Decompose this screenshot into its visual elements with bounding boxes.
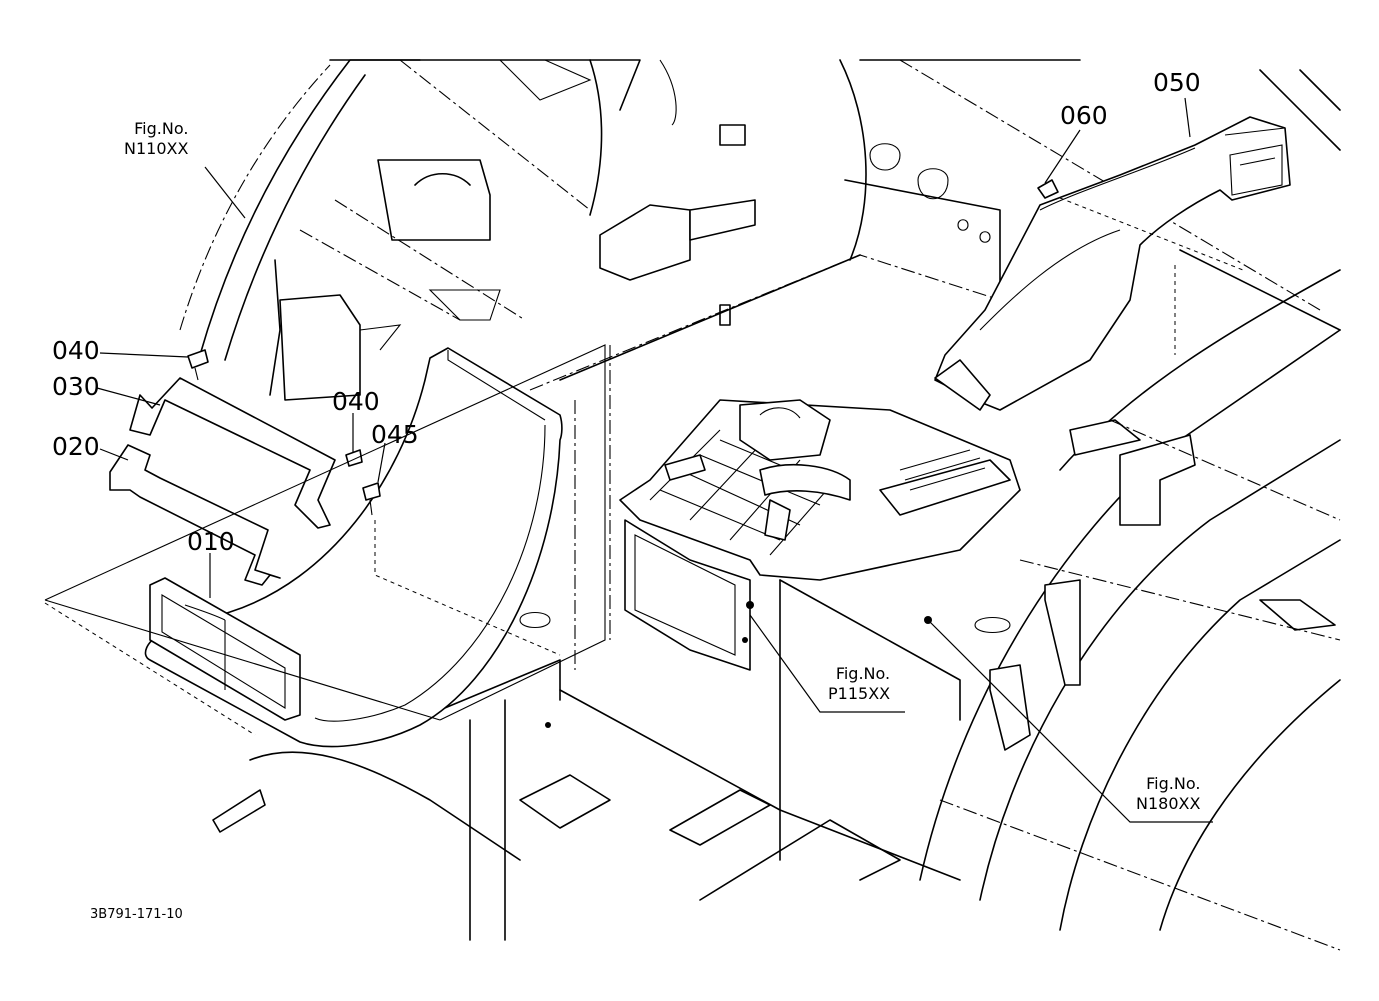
figure-ref-n180: Fig.No. N180XX: [1136, 776, 1200, 812]
part-number-030: 030: [52, 372, 100, 401]
figure-ref-p115: Fig.No. P115XX: [828, 666, 890, 702]
figure-ref-p115-line1: Fig.No.: [835, 664, 891, 683]
fasteners: [187, 179, 1059, 516]
figure-ref-n180-line2: N180XX: [1136, 794, 1201, 813]
figure-ref-p115-line2: P115XX: [828, 684, 891, 703]
part-number-010: 010: [187, 527, 235, 556]
part-number-020: 020: [52, 432, 100, 461]
part-number-040-left: 040: [52, 336, 100, 365]
figure-ref-n110-line1: Fig.No.: [134, 119, 189, 138]
part-number-050: 050: [1153, 68, 1201, 97]
figure-ref-n180-line1: Fig.No.: [1146, 774, 1201, 793]
bracket-030: [129, 377, 336, 529]
figure-ref-n110-line2: N110XX: [124, 139, 189, 158]
rear-duct-050: [934, 116, 1291, 411]
front-duct-010: [144, 347, 563, 748]
part-number-040-right: 040: [332, 387, 380, 416]
lower-cover-020: [109, 444, 281, 586]
left-frame: [179, 59, 756, 401]
drawing-code: 3B791-171-10: [90, 907, 183, 922]
right-frame: [839, 59, 1341, 951]
floor-panel: [212, 254, 1011, 941]
leader-lines: [44, 97, 1244, 823]
part-number-060: 060: [1060, 101, 1108, 130]
figure-ref-n110: Fig.No. N110XX: [124, 121, 188, 157]
heater-unit: [619, 399, 1021, 671]
part-number-045: 045: [371, 420, 419, 449]
